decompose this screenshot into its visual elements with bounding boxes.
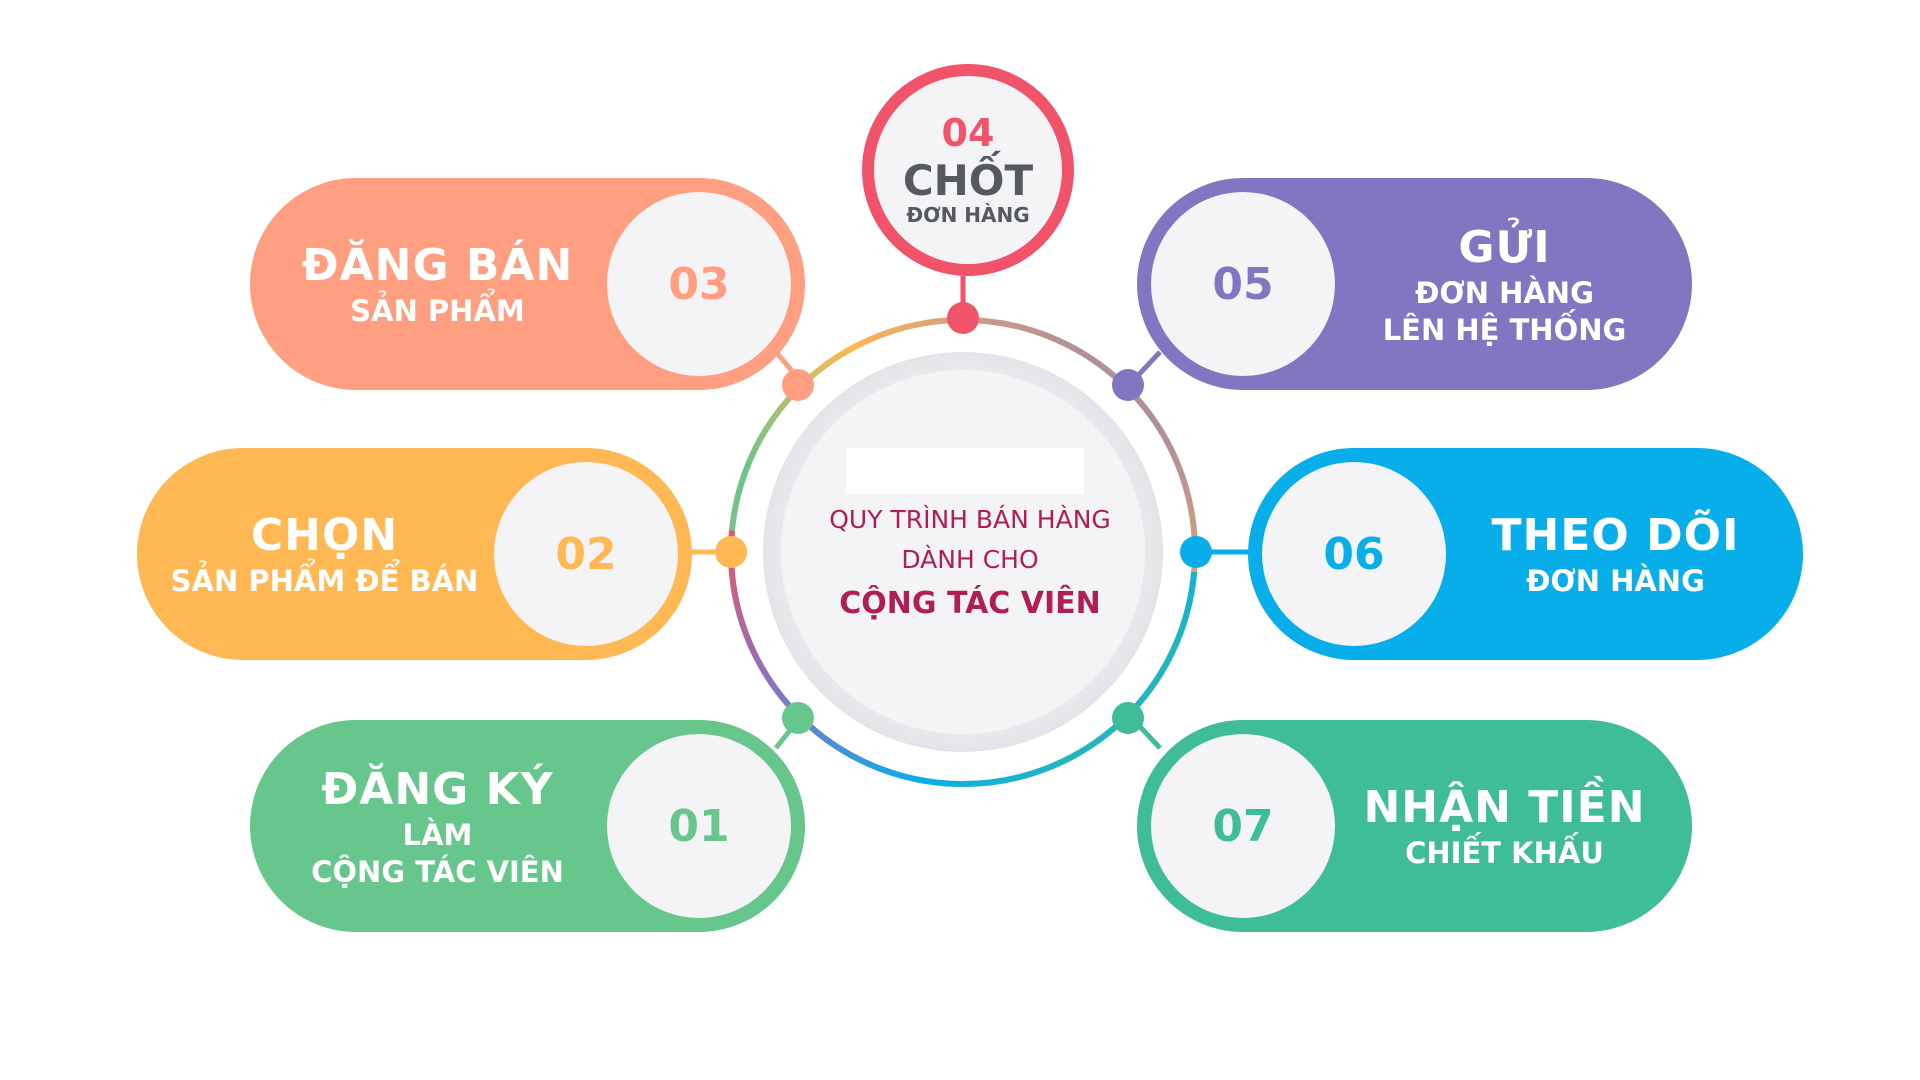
node-05	[1112, 369, 1144, 401]
step-04-title: CHỐT	[902, 156, 1034, 206]
node-03	[782, 369, 814, 401]
node-02	[715, 536, 747, 568]
step-03-title: ĐĂNG BÁN	[301, 240, 574, 292]
center-title-line2: DÀNH CHO	[901, 545, 1039, 574]
step-03-number: 03	[607, 192, 791, 376]
step-04-number: 04	[941, 110, 995, 155]
step-07-title: NHẬN TIỀN	[1363, 782, 1646, 834]
step-06-subtitle-1: ĐƠN HÀNG	[1526, 564, 1705, 599]
step-04-circle: 04 CHỐT ĐƠN HÀNG	[862, 64, 1074, 276]
step-04-inner: 04 CHỐT ĐƠN HÀNG	[874, 76, 1062, 264]
step-02-label: CHỌN SẢN PHẨM ĐỂ BÁN	[167, 448, 482, 660]
step-03-label: ĐĂNG BÁN SẢN PHẨM	[280, 178, 595, 390]
step-02-pill: CHỌN SẢN PHẨM ĐỂ BÁN 02	[137, 448, 692, 660]
step-06-title: THEO DÕI	[1491, 510, 1740, 562]
step-01-subtitle-1: LÀM	[402, 818, 473, 853]
step-01-pill: ĐĂNG KÝ LÀM CỘNG TÁC VIÊN 01	[250, 720, 805, 932]
step-05-label: GỬI ĐƠN HÀNG LÊN HỆ THỐNG	[1347, 178, 1662, 390]
center-title: QUY TRÌNH BÁN HÀNG DÀNH CHO CỘNG TÁC VIÊ…	[760, 500, 1180, 628]
step-07-subtitle-1: CHIẾT KHẤU	[1405, 836, 1604, 871]
step-07-number: 07	[1151, 734, 1335, 918]
step-06-number: 06	[1262, 462, 1446, 646]
center-label-box	[846, 448, 1084, 494]
step-05-subtitle-2: LÊN HỆ THỐNG	[1382, 312, 1627, 347]
step-06-label: THEO DÕI ĐƠN HÀNG	[1458, 448, 1773, 660]
step-03-pill: ĐĂNG BÁN SẢN PHẨM 03	[250, 178, 805, 390]
node-06	[1180, 536, 1212, 568]
step-05-title: GỬI	[1458, 222, 1551, 274]
step-02-number: 02	[494, 462, 678, 646]
step-05-number: 05	[1151, 192, 1335, 376]
step-02-title: CHỌN	[250, 510, 399, 562]
step-03-subtitle-1: SẢN PHẨM	[350, 294, 525, 329]
node-01	[782, 702, 814, 734]
node-04	[947, 302, 979, 334]
step-05-subtitle-1: ĐƠN HÀNG	[1415, 276, 1594, 311]
step-01-subtitle-2: CỘNG TÁC VIÊN	[311, 854, 564, 889]
step-01-title: ĐĂNG KÝ	[321, 764, 554, 816]
step-07-label: NHẬN TIỀN CHIẾT KHẤU	[1347, 720, 1662, 932]
step-05-pill: 05 GỬI ĐƠN HÀNG LÊN HỆ THỐNG	[1137, 178, 1692, 390]
center-title-line1: QUY TRÌNH BÁN HÀNG	[829, 505, 1111, 534]
step-07-pill: 07 NHẬN TIỀN CHIẾT KHẤU	[1137, 720, 1692, 932]
step-02-subtitle-1: SẢN PHẨM ĐỂ BÁN	[170, 564, 479, 599]
center-title-line3: CỘNG TÁC VIÊN	[839, 586, 1101, 621]
step-01-label: ĐĂNG KÝ LÀM CỘNG TÁC VIÊN	[280, 720, 595, 932]
step-06-pill: 06 THEO DÕI ĐƠN HÀNG	[1248, 448, 1803, 660]
node-07	[1112, 702, 1144, 734]
step-04-subtitle-1: ĐƠN HÀNG	[906, 203, 1030, 228]
step-01-number: 01	[607, 734, 791, 918]
